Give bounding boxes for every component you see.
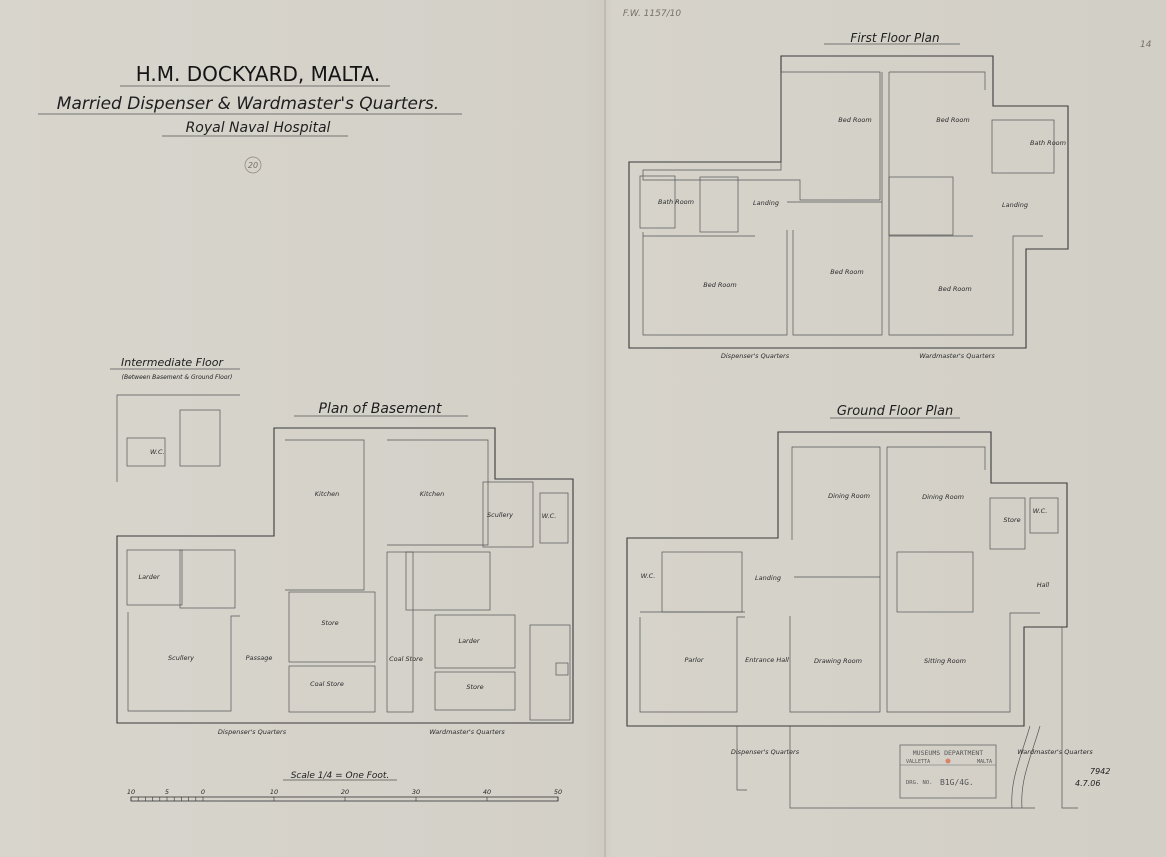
- quarters-label: Wardmaster's Quarters: [429, 728, 505, 736]
- intermediate-floor-plan: Intermediate Floor (Between Basement & G…: [110, 356, 240, 482]
- institution-name: Royal Naval Hospital: [186, 120, 331, 136]
- sheet-number: 20: [248, 161, 258, 170]
- room-label: Kitchen: [420, 490, 444, 498]
- scale-tick-label: 5: [165, 788, 169, 796]
- quarters-label: Wardmaster's Quarters: [919, 352, 995, 360]
- quarters-label: Wardmaster's Quarters: [1017, 748, 1093, 756]
- first-floor-title: First Floor Plan: [850, 31, 939, 45]
- quarters-label: Dispenser's Quarters: [731, 748, 800, 756]
- intermediate-floor-title: Intermediate Floor: [121, 356, 225, 369]
- scale-bar: Scale 1/4 = One Foot. 10 5 0 10 20 30 40…: [127, 771, 562, 802]
- room-label: Coal Store: [310, 680, 344, 688]
- scale-tick-label: 0: [201, 788, 205, 796]
- room-label: W.C.: [150, 448, 165, 456]
- room-label: Larder: [138, 573, 160, 581]
- room-label: Sitting Room: [924, 657, 966, 665]
- room-label: Scullery: [487, 511, 513, 519]
- archive-date: 4.7.06: [1075, 779, 1100, 788]
- drawing-number: B1G/4G.: [940, 778, 974, 787]
- room-label: Bed Room: [830, 268, 863, 276]
- stamp-country: MALTA: [977, 759, 992, 765]
- page-number: 14: [1140, 40, 1152, 50]
- reference-number: F.W. 1157/10: [623, 9, 681, 19]
- scale-tick-label: 10: [270, 788, 278, 796]
- room-label: W.C.: [641, 572, 656, 580]
- room-label: Bath Room: [658, 198, 694, 206]
- room-label: Landing: [753, 199, 779, 207]
- room-label: Passage: [246, 654, 273, 662]
- scale-title: Scale 1/4 = One Foot.: [291, 771, 390, 781]
- drawing-subtitle: Married Dispenser & Wardmaster's Quarter…: [57, 94, 439, 114]
- room-label: Store: [1003, 516, 1020, 524]
- room-label: Bed Room: [838, 116, 871, 124]
- room-label: Entrance Hall: [745, 656, 789, 664]
- title-block: H.M. DOCKYARD, MALTA. Married Dispenser …: [38, 62, 462, 137]
- scale-tick-label: 10: [127, 788, 135, 796]
- drawing-title: H.M. DOCKYARD, MALTA.: [136, 62, 381, 86]
- room-label: Landing: [1002, 201, 1028, 209]
- intermediate-floor-subtitle: (Between Basement & Ground Floor): [122, 374, 233, 381]
- museum-stamp: MUSEUMS DEPARTMENT VALLETTA MALTA DRG. N…: [899, 744, 997, 799]
- room-label: Bed Room: [703, 281, 736, 289]
- scale-tick-label: 30: [412, 788, 420, 796]
- stamp-department: MUSEUMS DEPARTMENT: [913, 749, 984, 757]
- room-label: Scullery: [168, 654, 194, 662]
- room-label: Drawing Room: [814, 657, 862, 665]
- room-label: W.C.: [542, 512, 557, 520]
- scale-tick-label: 20: [341, 788, 349, 796]
- room-label: W.C.: [1033, 507, 1048, 515]
- room-label: Bed Room: [938, 285, 971, 293]
- basement-plan: Plan of Basement Kitchen Kitchen Sculler…: [116, 401, 574, 736]
- room-label: Parlor: [684, 656, 704, 664]
- stamp-city: VALLETTA: [906, 759, 930, 765]
- room-label: Store: [321, 619, 338, 627]
- quarters-label: Dispenser's Quarters: [218, 728, 287, 736]
- archive-number: 7942: [1090, 767, 1110, 776]
- ground-floor-plan: Ground Floor Plan Dining Room Dining Roo…: [626, 404, 1093, 809]
- room-label: Hall: [1037, 581, 1050, 589]
- room-label: Landing: [755, 574, 781, 582]
- room-label: Store: [466, 683, 483, 691]
- room-label: Kitchen: [315, 490, 339, 498]
- room-label: Larder: [458, 637, 480, 645]
- drawing-number-label: DRG. NO.: [906, 780, 933, 786]
- pencil-annotations: 20 F.W. 1157/10 14 7942 4.7.06: [244, 9, 1152, 788]
- ground-floor-title: Ground Floor Plan: [837, 404, 953, 419]
- first-floor-plan: First Floor Plan Bed Room Bed Room Bath …: [628, 31, 1069, 360]
- quarters-label: Dispenser's Quarters: [721, 352, 790, 360]
- room-label: Coal Store: [389, 655, 423, 663]
- room-label: Dining Room: [828, 492, 870, 500]
- room-label: Bed Room: [936, 116, 969, 124]
- scale-tick-label: 40: [483, 788, 491, 796]
- scale-tick-label: 50: [554, 788, 562, 796]
- basement-title: Plan of Basement: [319, 401, 442, 417]
- room-label: Bath Room: [1030, 139, 1066, 147]
- room-label: Dining Room: [922, 493, 964, 501]
